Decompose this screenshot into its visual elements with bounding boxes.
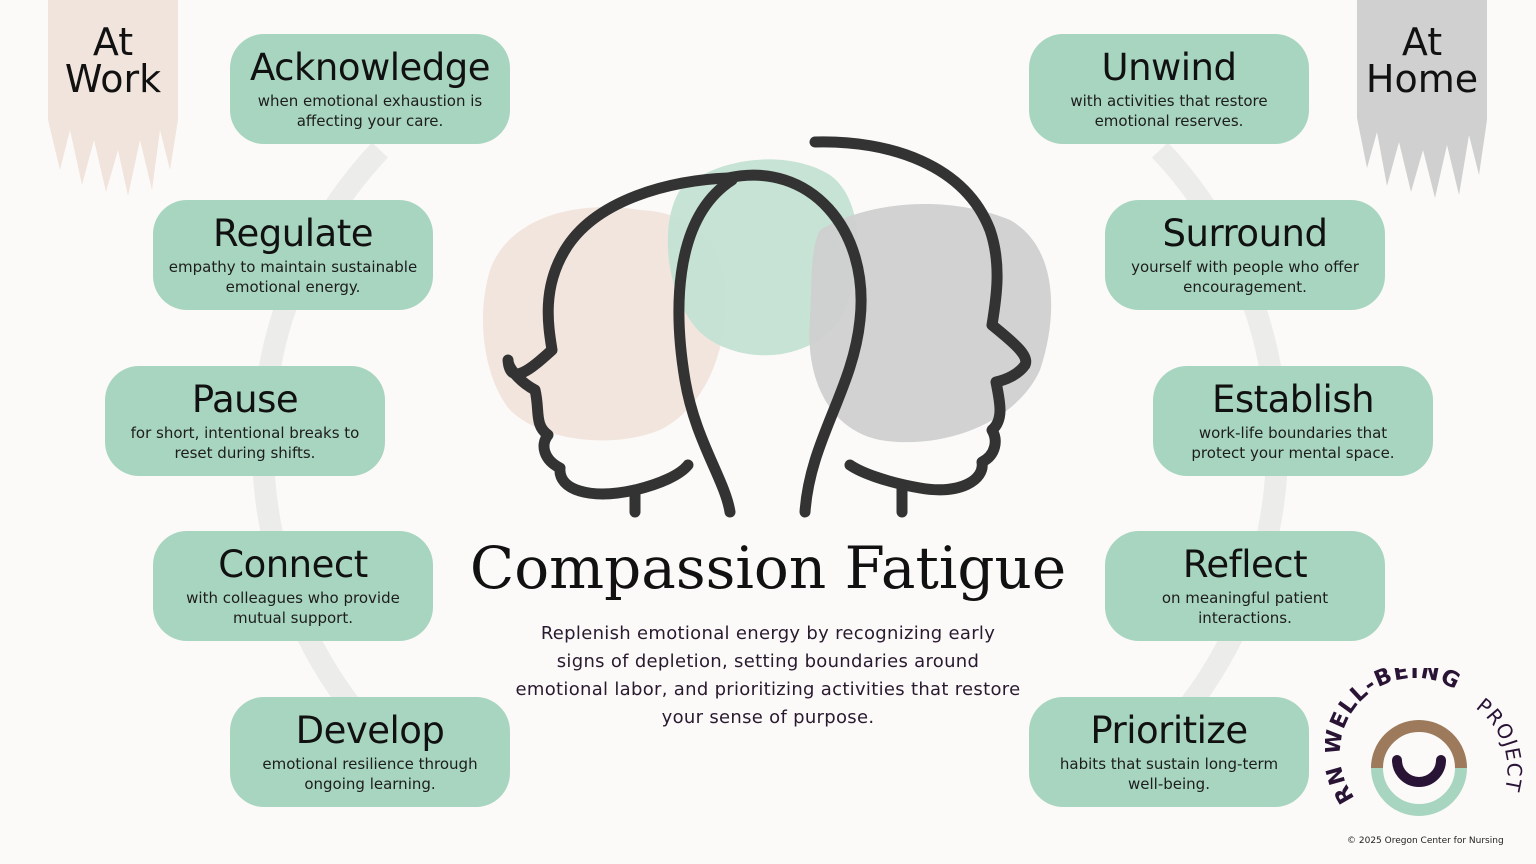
develop-card: Develop emotional resilience through ong… <box>230 697 510 807</box>
rn-well-being-project-logo: RN WELL-BEING PROJECT <box>1325 668 1525 816</box>
card-description-line2: reset during shifts. <box>174 444 316 462</box>
peach-brush-blob <box>482 207 726 441</box>
card-heading: Unwind <box>1101 46 1237 89</box>
card-description-line1: work-life boundaries that <box>1198 424 1388 442</box>
card-heading: Develop <box>295 709 445 752</box>
pause-card: Pause for short, intentional breaks to r… <box>105 366 385 476</box>
card-description-line2: encouragement. <box>1183 278 1307 296</box>
work-brush-stroke <box>48 0 178 196</box>
at-home-banner: At Home <box>1357 0 1487 200</box>
work-label-line2: Work <box>64 57 162 101</box>
two-heads-illustration <box>482 136 1052 518</box>
card-heading: Surround <box>1162 212 1328 255</box>
card-description-line1: on meaningful patient <box>1161 589 1329 607</box>
card-description-line1: with activities that restore <box>1070 92 1268 110</box>
card-description-line2: interactions. <box>1198 609 1292 627</box>
home-brush-stroke <box>1357 0 1487 198</box>
subtitle-line: Replenish emotional energy by recognizin… <box>540 623 996 644</box>
card-description-line1: empathy to maintain sustainable <box>168 258 418 276</box>
establish-card: Establish work-life boundaries that prot… <box>1153 366 1433 476</box>
subtitle-line: emotional labor, and prioritizing activi… <box>515 679 1021 700</box>
right-head-outline <box>809 136 1032 496</box>
card-description-line2: affecting your care. <box>296 112 444 130</box>
card-description-line2: emotional reserves. <box>1094 112 1244 130</box>
subtitle-line: signs of depletion, setting boundaries a… <box>556 651 980 672</box>
left-head-outline <box>502 172 734 500</box>
card-description-line1: yourself with people who offer <box>1131 258 1359 276</box>
connect-card: Connect with colleagues who provide mutu… <box>153 531 433 641</box>
card-heading: Reflect <box>1182 543 1308 586</box>
card-description-line2: well-being. <box>1128 775 1210 793</box>
card-heading: Regulate <box>213 212 373 255</box>
logo-smile <box>1392 755 1446 787</box>
logo-mint-arc <box>1371 767 1467 816</box>
regulate-card: Regulate empathy to maintain sustainable… <box>153 200 433 310</box>
card-description-line2: emotional energy. <box>225 278 361 296</box>
logo-text-right: PROJECT <box>1472 693 1525 794</box>
card-description-line1: for short, intentional breaks to <box>130 424 360 442</box>
subtitle-line: your sense of purpose. <box>661 707 875 728</box>
at-work-banner: At Work <box>48 0 178 200</box>
card-description-line2: mutual support. <box>233 609 353 627</box>
card-description-line1: when emotional exhaustion is <box>257 92 483 110</box>
center-arch-right <box>722 169 867 518</box>
logo-brown-arc <box>1371 720 1467 769</box>
card-description-line2: ongoing learning. <box>304 775 436 793</box>
card-heading: Establish <box>1211 378 1375 421</box>
card-heading: Acknowledge <box>249 46 491 89</box>
card-description-line1: with colleagues who provide <box>186 589 400 607</box>
card-heading: Pause <box>191 378 299 421</box>
page-title: Compassion Fatigue <box>469 534 1067 602</box>
prioritize-card: Prioritize habits that sustain long-term… <box>1029 697 1309 807</box>
reflect-card: Reflect on meaningful patient interactio… <box>1105 531 1385 641</box>
home-label-line2: Home <box>1365 57 1479 101</box>
card-description-line2: protect your mental space. <box>1191 444 1395 462</box>
center-arch-line <box>673 174 738 518</box>
home-label-line1: At <box>1401 20 1443 64</box>
page-subtitle: Replenish emotional energy by recognizin… <box>500 620 1036 732</box>
card-heading: Prioritize <box>1090 709 1248 752</box>
card-description-line1: emotional resilience through <box>262 755 478 773</box>
acknowledge-card: Acknowledge when emotional exhaustion is… <box>230 34 510 144</box>
mint-brush-blob <box>667 159 858 356</box>
work-label-line1: At <box>92 20 134 64</box>
copyright-text: © 2025 Oregon Center for Nursing <box>1347 836 1504 846</box>
unwind-card: Unwind with activities that restore emot… <box>1029 34 1309 144</box>
card-description-line1: habits that sustain long-term <box>1059 755 1279 773</box>
card-heading: Connect <box>218 543 368 586</box>
surround-card: Surround yourself with people who offer … <box>1105 200 1385 310</box>
